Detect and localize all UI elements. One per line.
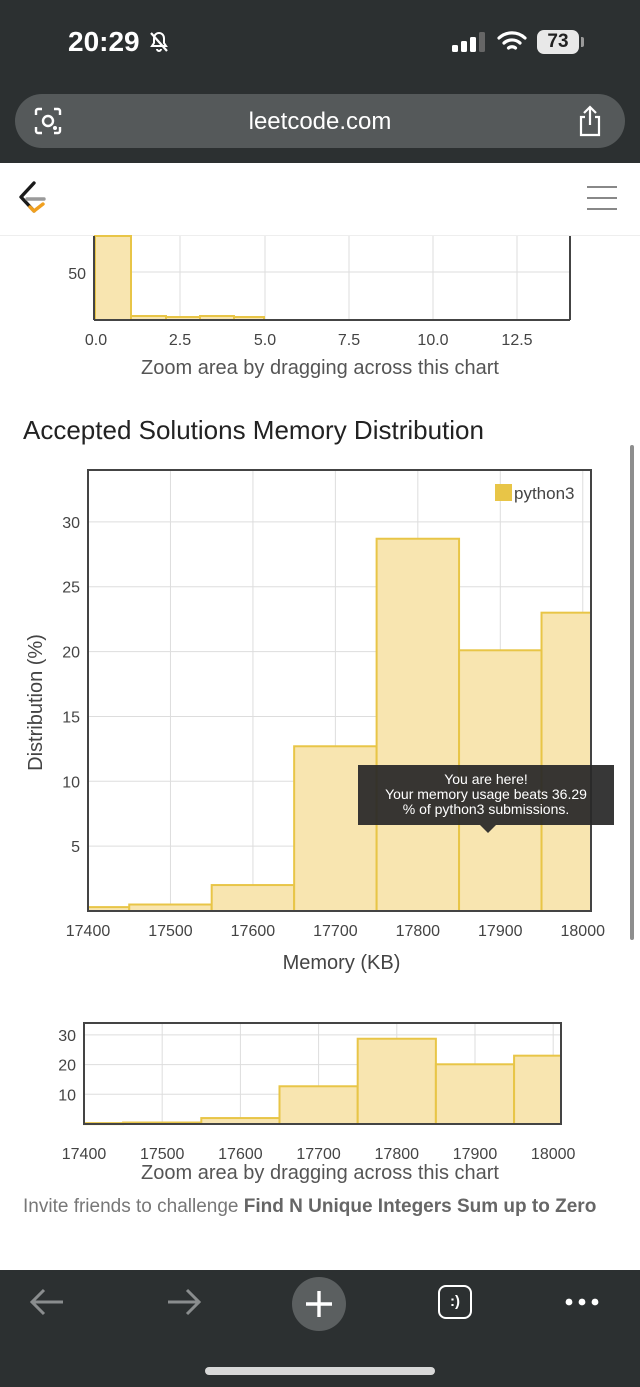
leetcode-logo-icon[interactable] bbox=[16, 180, 48, 216]
tooltip-pointer bbox=[480, 825, 496, 833]
more-options-icon[interactable] bbox=[564, 1286, 600, 1318]
x-tick-label: 17900 bbox=[478, 923, 523, 940]
x-tick-label: 18000 bbox=[561, 923, 606, 940]
invite-prefix: Invite friends to challenge bbox=[23, 1196, 244, 1217]
legend-label: python3 bbox=[514, 484, 575, 503]
histogram-bar bbox=[94, 235, 132, 321]
invite-text: Invite friends to challenge Find N Uniqu… bbox=[23, 1193, 613, 1221]
x-tick-label: 17500 bbox=[140, 1146, 185, 1163]
tooltip-line: You are here! bbox=[444, 771, 528, 787]
histogram-bar bbox=[356, 1037, 437, 1125]
browser-toolbar: :) bbox=[0, 1270, 640, 1387]
x-tick-label: 17900 bbox=[453, 1146, 498, 1163]
forward-arrow-icon[interactable] bbox=[165, 1286, 203, 1318]
y-tick-label: 15 bbox=[62, 709, 80, 726]
x-tick-label: 17400 bbox=[66, 923, 111, 940]
zoom-hint: Zoom area by dragging across this chart bbox=[141, 357, 499, 379]
wifi-icon bbox=[497, 31, 527, 50]
site-header bbox=[0, 163, 640, 236]
status-time: 20:29 bbox=[68, 26, 140, 57]
x-tick-label: 2.5 bbox=[169, 332, 191, 349]
x-tick-label: 18000 bbox=[531, 1146, 576, 1163]
histogram-bar bbox=[540, 611, 593, 912]
battery-tip bbox=[581, 37, 584, 47]
x-tick-label: 17600 bbox=[231, 923, 276, 940]
x-tick-label: 17700 bbox=[296, 1146, 341, 1163]
problem-link[interactable]: Find N Unique Integers Sum up to Zero bbox=[243, 1196, 597, 1217]
scrollbar[interactable] bbox=[630, 445, 634, 940]
x-tick-label: 17600 bbox=[218, 1146, 263, 1163]
plot-border bbox=[83, 1022, 562, 1125]
bell-muted-icon bbox=[150, 31, 168, 52]
x-tick-label: 10.0 bbox=[417, 332, 448, 349]
memory-distribution-chart[interactable]: 5 10 15 20 25 30 17400 17500 17600 17700 17800 1790… bbox=[0, 460, 640, 980]
x-tick-label: 0.0 bbox=[85, 332, 107, 349]
browser-chrome: 20:29 73 leetcode.com bbox=[0, 0, 640, 163]
battery-indicator: 73 bbox=[537, 30, 579, 54]
plus-icon bbox=[306, 1291, 332, 1317]
back-arrow-icon[interactable] bbox=[28, 1286, 66, 1318]
y-tick-label: 10 bbox=[58, 1087, 76, 1104]
y-tick-label: 25 bbox=[62, 580, 80, 597]
histogram-bar bbox=[210, 884, 296, 913]
y-tick-label: 30 bbox=[62, 515, 80, 532]
legend-swatch bbox=[495, 484, 512, 501]
histogram-bar bbox=[278, 1085, 359, 1125]
x-tick-label: 5.0 bbox=[254, 332, 276, 349]
cellular-signal-icon bbox=[452, 32, 485, 52]
tooltip: You are here! Your memory usage beats 36… bbox=[358, 765, 614, 825]
x-axis-label: Memory (KB) bbox=[283, 952, 401, 974]
runtime-zoom-chart[interactable]: 50 0.0 2.5 5.0 7.5 10.0 12.5 bbox=[0, 235, 640, 356]
zoom-hint: Zoom area by dragging across this chart bbox=[141, 1162, 499, 1184]
y-tick-label: 50 bbox=[68, 266, 86, 283]
share-icon[interactable] bbox=[575, 104, 605, 138]
home-indicator bbox=[205, 1367, 435, 1375]
section-title: Accepted Solutions Memory Distribution bbox=[23, 415, 484, 445]
y-tick-label: 5 bbox=[71, 839, 80, 856]
x-tick-label: 17700 bbox=[313, 923, 358, 940]
new-tab-button[interactable] bbox=[292, 1277, 346, 1331]
hamburger-menu-icon[interactable] bbox=[586, 185, 618, 211]
tooltip-line: Your memory usage beats 36.29 bbox=[385, 786, 587, 802]
tabs-button[interactable]: :) bbox=[438, 1285, 472, 1319]
y-tick-label: 10 bbox=[62, 774, 80, 791]
x-tick-label: 12.5 bbox=[501, 332, 532, 349]
y-axis-label: Distribution (%) bbox=[25, 634, 47, 771]
plot-border bbox=[87, 469, 592, 912]
histogram-bar bbox=[434, 1063, 516, 1125]
histogram-bar bbox=[375, 537, 461, 913]
x-tick-label: 17400 bbox=[62, 1146, 107, 1163]
y-tick-label: 30 bbox=[58, 1028, 76, 1045]
y-tick-label: 20 bbox=[58, 1058, 76, 1075]
memory-zoom-chart[interactable]: 10 20 30 17400 17500 17600 17700 17800 17900 1800… bbox=[0, 1015, 640, 1165]
y-tick-label: 20 bbox=[62, 645, 80, 662]
camera-lens-icon[interactable] bbox=[33, 106, 63, 136]
x-tick-label: 7.5 bbox=[338, 332, 360, 349]
url-text[interactable]: leetcode.com bbox=[248, 108, 392, 135]
histogram-bar bbox=[513, 1054, 563, 1126]
x-tick-label: 17500 bbox=[148, 923, 193, 940]
tooltip-line: % of python3 submissions. bbox=[402, 801, 570, 817]
x-tick-label: 17800 bbox=[375, 1146, 420, 1163]
x-tick-label: 17800 bbox=[396, 923, 441, 940]
address-bar[interactable]: leetcode.com bbox=[15, 94, 625, 148]
